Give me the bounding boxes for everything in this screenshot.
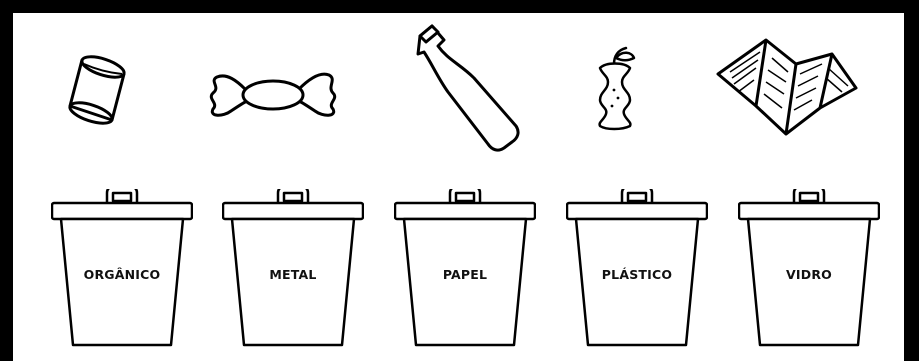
bin-label: VIDRO [738, 267, 880, 282]
candy-wrapper-icon[interactable] [207, 67, 339, 127]
apple-core-icon[interactable] [592, 46, 640, 130]
bin-metal[interactable]: METAL [222, 189, 364, 349]
newspaper-icon[interactable] [716, 34, 862, 138]
bin-label: METAL [222, 267, 364, 282]
bin-label: PLÁSTICO [566, 267, 708, 282]
bin-label: ORGÂNICO [51, 267, 193, 282]
frame-border-left [0, 0, 13, 361]
frame-border-right [904, 0, 919, 361]
can-icon[interactable] [62, 50, 142, 130]
bin-papel[interactable]: PAPEL [394, 189, 536, 349]
bin-organico[interactable]: ORGÂNICO [51, 189, 193, 349]
bin-vidro[interactable]: VIDRO [738, 189, 880, 349]
bin-label: PAPEL [394, 267, 536, 282]
frame-border-top [0, 0, 919, 13]
bin-plastico[interactable]: PLÁSTICO [566, 189, 708, 349]
bottle-icon[interactable] [408, 22, 526, 152]
